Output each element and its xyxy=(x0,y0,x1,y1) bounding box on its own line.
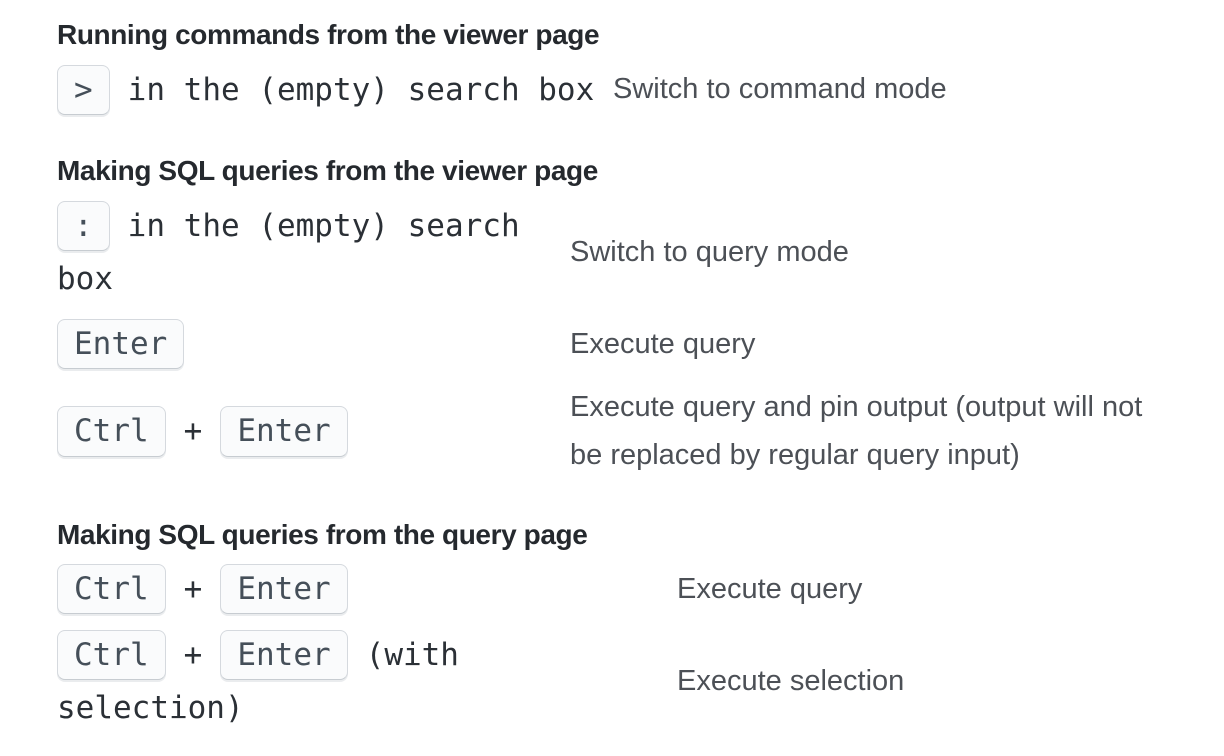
key-cap: Ctrl xyxy=(57,564,166,615)
section-sql-query-page: Making SQL queries from the query page C… xyxy=(57,518,1182,735)
shortcut-description: Execute query xyxy=(677,572,863,605)
section-running-commands: Running commands from the viewer page > i… xyxy=(57,18,1182,116)
shortcut-row: Enter Execute query xyxy=(57,318,1182,371)
shortcut-keys: Ctrl + Enter(with selection) xyxy=(57,629,677,734)
shortcut-description: Execute selection xyxy=(677,664,905,697)
shortcut-rows: Ctrl+Enter Execute query Ctrl+Enter(with… xyxy=(57,563,1182,734)
key-cap: Ctrl xyxy=(57,629,166,680)
key-cap: Enter xyxy=(57,319,185,370)
shortcut-description: Execute query and pin output (output wil… xyxy=(570,390,1143,471)
shortcut-row: Ctrl + Enter(with selection) Execute selec… xyxy=(57,629,1182,734)
plus-separator: + xyxy=(183,413,203,450)
section-heading: Making SQL queries from the query page xyxy=(57,518,588,550)
key-cap: > xyxy=(57,64,110,115)
shortcut-row: Ctrl + Enter Execute query and pin output … xyxy=(57,384,1182,480)
shortcut-rows: > in the (empty) search box Switch to com… xyxy=(57,64,1182,117)
shortcut-keys: Enter xyxy=(57,318,570,371)
key-context-code: (with selection) xyxy=(57,636,459,726)
shortcut-keys: Ctrl + Enter xyxy=(57,405,570,458)
key-cap: Enter xyxy=(220,406,348,457)
section-sql-viewer-page: Making SQL queries from the viewer page … xyxy=(57,154,1182,479)
shortcut-keys: > in the (empty) search box xyxy=(57,64,613,117)
key-cap: Enter xyxy=(220,564,348,615)
section-heading: Running commands from the viewer page xyxy=(57,19,600,50)
section-heading: Making SQL queries from the viewer page xyxy=(57,155,598,187)
shortcut-keys: Ctrl + Enter xyxy=(57,563,677,616)
shortcut-keys: :in the (empty) search box xyxy=(57,200,570,305)
shortcut-description: Switch to command mode xyxy=(613,73,947,106)
key-cap: Enter xyxy=(220,629,348,680)
key-cap: : xyxy=(57,200,110,251)
key-context-code: in the (empty) search box xyxy=(57,207,520,297)
shortcut-rows: :in the (empty) search box Switch to que… xyxy=(57,200,1182,480)
key-context-code: in the (empty) search box xyxy=(127,71,595,108)
shortcut-row: Ctrl + Enter Execute query xyxy=(57,563,1182,616)
plus-separator: + xyxy=(183,636,203,673)
shortcut-description: Execute query xyxy=(570,327,756,360)
shortcut-description: Switch to query mode xyxy=(570,235,849,268)
shortcut-row: :in the (empty) search box Switch to que… xyxy=(57,200,1182,305)
plus-separator: + xyxy=(183,571,203,608)
key-cap: Ctrl xyxy=(57,406,166,457)
shortcut-row: > in the (empty) search box Switch to com… xyxy=(57,64,1182,117)
